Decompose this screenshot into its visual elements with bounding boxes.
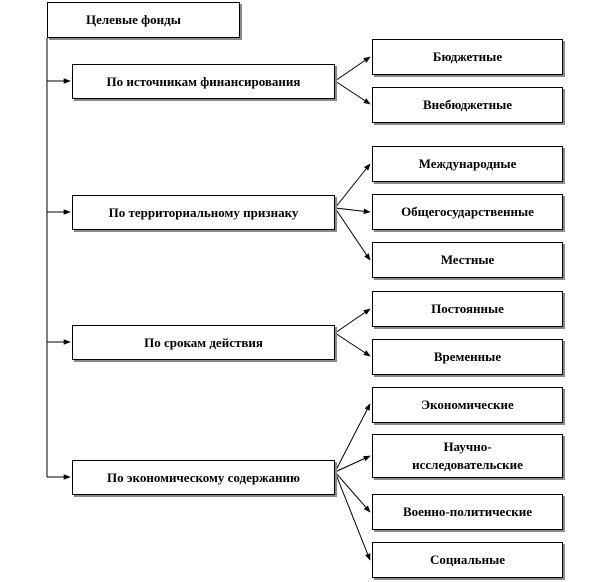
item-military-political: Военно-политические <box>372 494 563 530</box>
arrow-cat2-item3 <box>334 207 371 261</box>
arrow-cat2-item1 <box>334 163 371 209</box>
arrow-cat3-item1 <box>334 308 371 334</box>
item-national: Общегосударственные <box>372 194 563 230</box>
category-duration: По срокам действия <box>72 325 335 360</box>
item-extra-budget: Внебюджетные <box>372 87 563 123</box>
item-local: Местные <box>372 242 563 278</box>
arrow-cat1-item2 <box>334 80 371 105</box>
category-territorial: По территориальному признаку <box>72 195 335 230</box>
arrow-cat1-item1 <box>334 56 371 82</box>
item-temporary: Временные <box>372 339 563 375</box>
item-social: Социальные <box>372 542 563 578</box>
item-permanent: Постоянные <box>372 291 563 327</box>
arrow-cat4-item2 <box>334 455 371 473</box>
item-budget: Бюджетные <box>372 39 563 75</box>
arrow-cat2-item2 <box>334 207 371 215</box>
item-research: Научно-исследовательские <box>372 434 563 478</box>
arrow-cat4-item4 <box>334 471 371 561</box>
arrow-cat4-item1 <box>334 403 371 473</box>
arrow-cat3-item2 <box>334 332 371 357</box>
category-economic-content: По экономическому содержанию <box>72 460 335 495</box>
category-financing-sources: По источникам финансирования <box>72 64 335 99</box>
arrow-cat4-item3 <box>334 471 371 513</box>
item-economic: Экономические <box>372 387 563 423</box>
root-node: Целевые фонды <box>47 2 240 38</box>
item-international: Международные <box>372 146 563 182</box>
